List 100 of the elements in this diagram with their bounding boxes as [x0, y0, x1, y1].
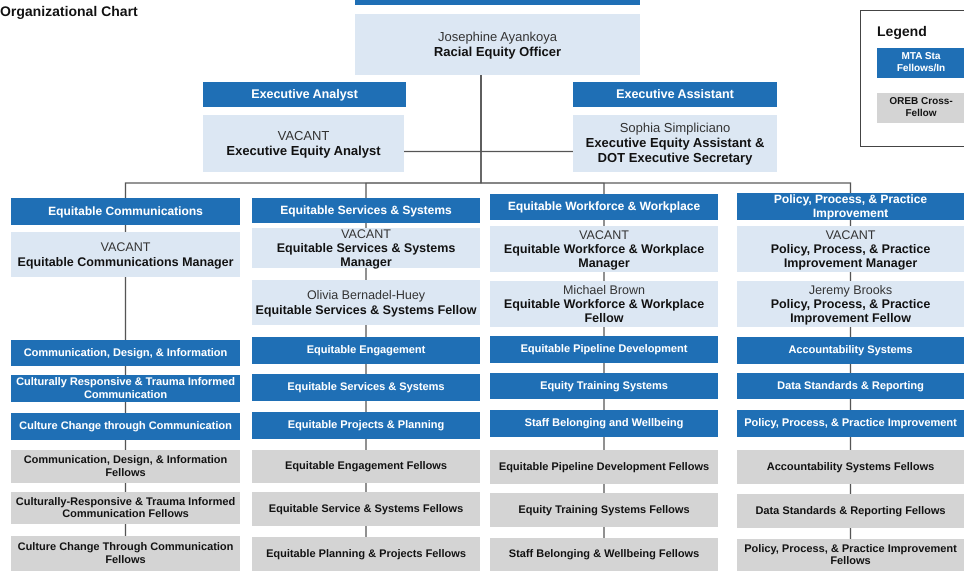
position-box [252, 280, 480, 325]
connector-line [850, 399, 852, 410]
fellows-box [490, 538, 718, 571]
header-box [11, 198, 240, 225]
function-title: Equitable Services & Systems [287, 381, 445, 394]
legend-swatch: MTA Sta Fellows/In [877, 48, 964, 78]
function-title: Equity Training Systems Fellows [518, 504, 690, 516]
function-title: Equitable Engagement Fellows [285, 460, 447, 473]
position-title: Policy, Process, & Practice Improvement Fellow [770, 296, 932, 326]
position-box [490, 226, 718, 272]
function-box [737, 410, 964, 437]
position-box [737, 226, 964, 272]
fellows-box [252, 450, 480, 483]
function-title: Policy, Process, & Practice Improvement [744, 417, 957, 430]
function-title: Equitable Engagement [306, 344, 426, 357]
fellows-box [252, 492, 480, 526]
function-title: Culture Change Through Communication Fellows [16, 541, 234, 566]
legend-swatch: OREB Cross- Fellow [877, 93, 964, 123]
person-name: VACANT [278, 128, 330, 144]
unit-title: Policy, Process, & Practice Improvement [772, 192, 928, 220]
function-title: Culturally Responsive & Trauma Informed Communication [15, 376, 236, 401]
function-box [737, 373, 964, 399]
function-box [252, 374, 480, 401]
position-title: Equitable Communications Manager [17, 254, 234, 269]
header-box [252, 198, 480, 223]
header-box [737, 193, 964, 220]
position-box [11, 232, 240, 277]
person-name: Sophia Simpliciano [620, 121, 730, 136]
fellows-box [490, 493, 718, 527]
connector-line [603, 363, 605, 373]
function-title: Equitable Service & Systems Fellows [268, 502, 464, 516]
connector-line [365, 401, 367, 412]
position-title: Equitable Services & Systems Fellow [256, 302, 476, 317]
function-title: Data Standards & Reporting Fellows [755, 504, 946, 518]
header-box [490, 194, 718, 220]
connector-line [365, 325, 367, 337]
position-title: Equitable Workforce & Workplace Fellow [502, 296, 706, 326]
fellows-box [252, 537, 480, 571]
unit-title: Equitable Communications [48, 204, 203, 218]
position-box [737, 281, 964, 327]
connector-line [124, 524, 126, 536]
position-box [355, 14, 640, 75]
connector-line [124, 277, 126, 340]
connector-line [603, 527, 605, 538]
function-box [11, 413, 240, 440]
position-title: Racial Equity Officer [434, 44, 562, 60]
function-box [490, 336, 718, 363]
function-title: Communication, Design, & Information [24, 346, 228, 360]
connector-line [850, 327, 852, 337]
function-title: Staff Belonging & Wellbeing Fellows [508, 548, 700, 561]
connector-line [850, 437, 852, 450]
connector-line [603, 437, 605, 450]
position-title: Executive Equity Assistant & DOT Executive Secretary [584, 136, 766, 166]
function-title: Culture Change through Communication [19, 420, 232, 433]
person-name: VACANT [826, 228, 876, 242]
person-name: Olivia Bernadel-Huey [306, 288, 426, 302]
header-box [203, 82, 406, 107]
function-box [490, 410, 718, 437]
fellows-box [737, 494, 964, 528]
connector-line [365, 364, 367, 374]
position-title: Policy, Process, & Practice Improvement Manager [770, 242, 932, 270]
function-box [737, 337, 964, 364]
function-title: Staff Belonging and Wellbeing [524, 417, 684, 430]
function-box [11, 340, 240, 366]
function-title: Equitable Projects & Planning [288, 419, 444, 432]
function-title: Policy, Process, & Practice Improvement Fellows [743, 542, 958, 568]
connector-line [850, 484, 852, 494]
function-title: Data Standards & Reporting [777, 380, 924, 392]
function-title: Communication, Design, & Information Fellows [22, 454, 228, 479]
function-title: Equitable Planning & Projects Fellows [266, 548, 466, 560]
connector-line [365, 439, 367, 450]
position-title: Equitable Workforce & Workplace Manager [502, 242, 706, 270]
unit-title: Executive Analyst [251, 87, 358, 102]
chart-title: Organizational Chart [0, 3, 138, 19]
function-title: Accountability Systems Fellows [766, 460, 934, 474]
function-title: Equitable Pipeline Development [520, 343, 688, 356]
person-name: Jeremy Brooks [808, 282, 892, 297]
function-box [252, 337, 480, 364]
function-box [252, 412, 480, 439]
connector-line [365, 526, 367, 537]
legend-title: Legend [877, 23, 927, 39]
function-title: Accountability Systems [788, 344, 913, 357]
person-name: VACANT [579, 228, 629, 242]
position-title: Executive Equity Analyst [226, 144, 381, 158]
function-box [490, 373, 718, 399]
fellows-box [737, 450, 964, 484]
function-title: Equitable Pipeline Development Fellows [498, 460, 710, 474]
function-title: Culturally-Responsive & Trauma Informed Communication Fellows [14, 496, 236, 520]
fellows-box [490, 450, 718, 484]
connector-line [480, 75, 852, 193]
position-box [573, 115, 777, 172]
position-box [203, 115, 404, 172]
connector-line [124, 440, 126, 450]
person-name: Josephine Ayankoya [438, 30, 558, 44]
position-box [252, 228, 480, 268]
connector-line [124, 402, 126, 413]
position-box [490, 281, 718, 327]
fellows-box [11, 450, 240, 483]
connector-line [365, 268, 367, 280]
person-name: VACANT [341, 226, 391, 241]
